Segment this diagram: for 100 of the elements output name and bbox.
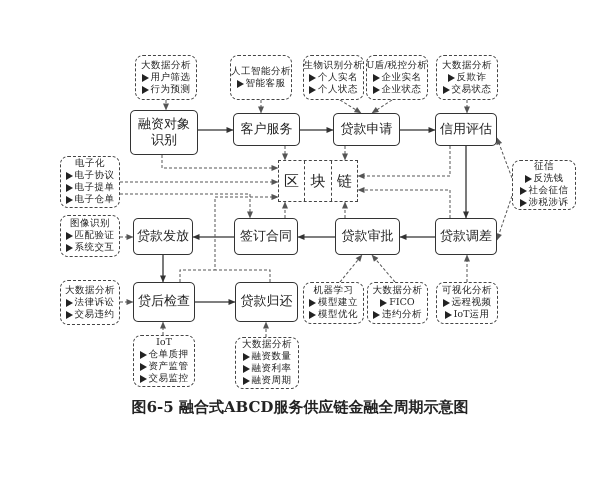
arrow: [298, 234, 335, 240]
dashed-arrow: [496, 196, 512, 240]
box-heading: 生物识别分析: [304, 60, 364, 72]
list-item: 资产监管: [148, 361, 188, 373]
info-box: [303, 55, 364, 100]
dashed-arrow: [120, 299, 134, 305]
list-item: 交易状态: [452, 84, 492, 96]
dashed-arrow: [258, 100, 264, 114]
figure-caption: 图6-5 融合式ABCD服务供应链金融全周期示意图: [130, 398, 470, 417]
arrow: [195, 299, 236, 305]
list-item: 反洗钱: [534, 173, 564, 185]
list-item: 融资利率: [252, 363, 292, 375]
list-item: 用户筛选: [150, 72, 190, 84]
arrow: [160, 255, 166, 282]
block-cell: 块: [304, 161, 331, 201]
list-item: 电子提单: [74, 182, 114, 194]
dashed-arrow: [372, 100, 392, 114]
list-item: 融资数量: [252, 351, 292, 363]
list-item: 涉税涉诉: [528, 197, 568, 209]
list-item: 法律诉讼: [74, 296, 114, 308]
dashed-arrow: [372, 254, 396, 282]
process-box: 贷款申请: [333, 113, 400, 146]
box-heading: 电子化: [75, 158, 105, 170]
list-item: 电子仓单: [74, 194, 114, 206]
list-item: IoT运用: [454, 309, 490, 321]
box-heading: IoT: [156, 337, 172, 349]
process-box: 客户服务: [233, 113, 300, 146]
dashed-arrow: [358, 187, 450, 218]
box-heading: 征信: [534, 161, 554, 173]
info-box: [512, 160, 576, 210]
dashed-arrow: [263, 322, 269, 338]
dashed-arrow: [120, 234, 134, 240]
process-box: 签订合同: [234, 218, 298, 255]
list-item: 个人状态: [318, 84, 358, 96]
dashed-arrow: [340, 254, 362, 282]
arrow: [463, 146, 469, 218]
list-item: 系统交互: [74, 242, 114, 254]
list-item: 模型优化: [318, 309, 358, 321]
info-box: [60, 215, 120, 257]
list-item: 智能客服: [246, 78, 286, 90]
info-box: [436, 55, 498, 100]
process-box: 贷款发放: [133, 218, 193, 255]
list-item: FICO: [389, 297, 415, 309]
box-heading: 人工智能分析: [231, 66, 291, 78]
info-box: [133, 335, 195, 387]
info-box: [60, 156, 120, 208]
dashed-arrow: [464, 254, 470, 282]
dashed-arrow: [282, 202, 288, 218]
arrow: [400, 127, 436, 133]
arrow: [300, 127, 334, 133]
list-item: 违约分析: [382, 309, 422, 321]
info-box: [367, 282, 428, 324]
list-item: 个人实名: [318, 72, 358, 84]
list-item: 行为预测: [150, 84, 190, 96]
block-cell-text: 区: [283, 170, 300, 192]
dashed-arrow: [496, 138, 512, 178]
dashed-arrow: [163, 100, 169, 110]
info-box: [303, 282, 364, 324]
info-box: [235, 337, 299, 389]
dashed-arrow: [282, 146, 288, 160]
box-heading: 大数据分析: [65, 284, 115, 296]
list-item: 交易监控: [148, 373, 188, 385]
arrow: [400, 234, 435, 240]
list-item: 反欺诈: [456, 72, 486, 84]
info-box: [436, 282, 498, 324]
dashed-arrow: [340, 100, 362, 114]
process-box: 融资对象识别: [130, 110, 198, 155]
process-box: 贷款归还: [235, 282, 298, 322]
process-box: 信用评估: [435, 113, 497, 146]
info-box: [366, 55, 428, 100]
dashed-arrow: [120, 179, 278, 185]
dashed-arrow: [214, 194, 278, 282]
arrow: [192, 234, 234, 240]
box-heading: 机器学习: [314, 285, 354, 297]
arrow: [198, 127, 234, 133]
process-box: 贷款审批: [335, 218, 400, 255]
box-heading: 大数据分析: [141, 60, 191, 72]
list-item: 仓单质押: [148, 349, 188, 361]
box-heading: 大数据分析: [372, 285, 422, 297]
list-item: 交易违约: [74, 308, 114, 320]
list-item: 匹配验证: [74, 230, 114, 242]
box-heading: 大数据分析: [442, 60, 492, 72]
dashed-arrow: [342, 202, 348, 218]
box-heading: 大数据分析: [242, 339, 292, 351]
dashed-arrow: [358, 146, 450, 179]
list-item: 电子协议: [74, 170, 114, 182]
box-heading: 可视化分析: [442, 285, 492, 297]
box-heading: U盾/税控分析: [366, 60, 428, 72]
dashed-arrow: [464, 100, 470, 114]
list-item: 社会征信: [528, 185, 568, 197]
info-box: [60, 280, 120, 325]
blockchain-box: [278, 160, 358, 202]
dashed-arrow: [160, 322, 166, 336]
process-box: 贷款调差: [435, 218, 497, 255]
list-item: 企业状态: [382, 84, 422, 96]
info-box: [230, 55, 292, 100]
dashed-arrow: [120, 194, 253, 218]
dashed-arrow: [342, 146, 348, 160]
list-item: 模型建立: [318, 297, 358, 309]
list-item: 远程视频: [452, 297, 492, 309]
